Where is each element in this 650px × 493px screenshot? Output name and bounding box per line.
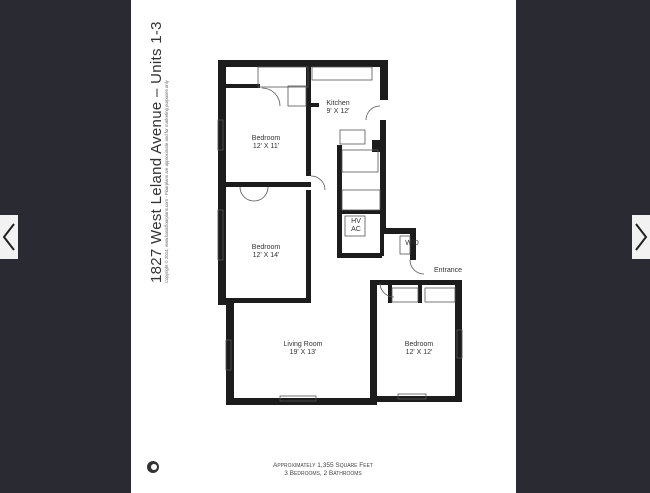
room-name: Kitchen [326, 100, 350, 107]
floorplan-footer: Approximately 1,355 Square Feet 3 Bedroo… [273, 462, 373, 478]
room-name: Bedroom [251, 244, 281, 251]
chevron-left-icon [2, 223, 15, 251]
hvac-line-1: HV [351, 218, 361, 225]
washer-dryer-label: W/D [405, 240, 419, 247]
room-size: 9' X 12' [326, 108, 350, 115]
hvac-line-2: AC [351, 226, 361, 233]
square-feet-text: Approximately 1,355 Square Feet [273, 462, 373, 469]
entrance-label: Entrance [433, 267, 463, 274]
room-name: Living Room [283, 341, 323, 348]
next-image-button[interactable] [632, 215, 650, 259]
room-size: 19' X 13' [289, 349, 317, 356]
brand-logo-icon [147, 461, 159, 473]
room-size: 12' X 12' [405, 349, 433, 356]
floorplan-title: 1827 West Leland Avenue – Units 1-3 [148, 21, 165, 283]
bedrooms-bathrooms-text: 3 Bedrooms, 2 Bathrooms [284, 470, 362, 477]
previous-image-button[interactable] [0, 215, 18, 259]
room-name: Bedroom [404, 341, 434, 348]
room-size: 12' X 14' [252, 252, 280, 259]
room-size: 12' X 11' [252, 143, 280, 150]
copyright-text: Copyright © 2014, www.basicfloorplans.co… [164, 80, 169, 283]
chevron-right-icon [635, 223, 648, 251]
room-name: Bedroom [251, 135, 281, 142]
floorplan-image [131, 0, 516, 493]
